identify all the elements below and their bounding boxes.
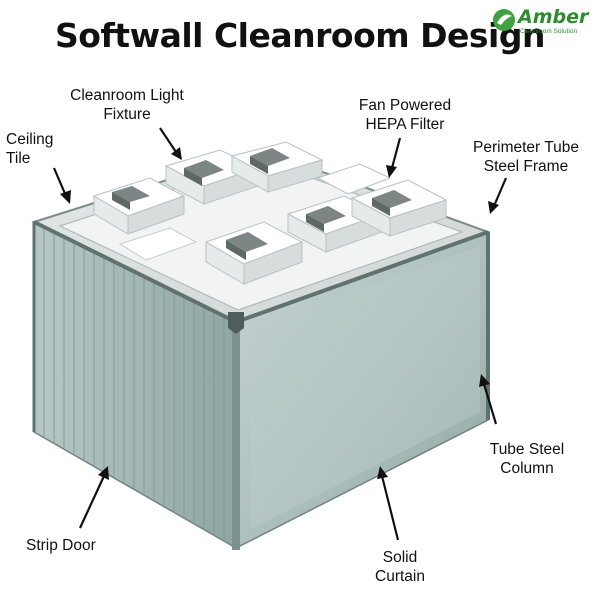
- tube-steel-column: [232, 318, 240, 550]
- label-solid-curtain: Solid Curtain: [375, 549, 425, 585]
- strip-door-strips: [43, 227, 225, 542]
- label-strip-door: Strip Door: [26, 537, 96, 554]
- leaf-logo-icon: [493, 9, 515, 31]
- label-perimeter-frame: Perimeter Tube Steel Frame: [473, 139, 579, 175]
- logo-tagline: Cleanroom Solution: [520, 28, 578, 35]
- label-fan-hepa-filter: Fan Powered HEPA Filter: [358, 97, 452, 133]
- label-tube-steel-column: Tube Steel Column: [489, 441, 565, 477]
- label-light-fixture: Cleanroom Light Fixture: [70, 87, 184, 123]
- label-ceiling-tile: Ceiling Tile: [6, 131, 54, 167]
- hepa-filter-units: [112, 148, 412, 260]
- callout-arrows: [52, 127, 508, 541]
- diagram-title: Softwall Cleanroom Design: [55, 16, 545, 55]
- logo-name: Amber: [518, 6, 589, 28]
- amber-logo: Amber Cleanroom Solution: [492, 6, 600, 40]
